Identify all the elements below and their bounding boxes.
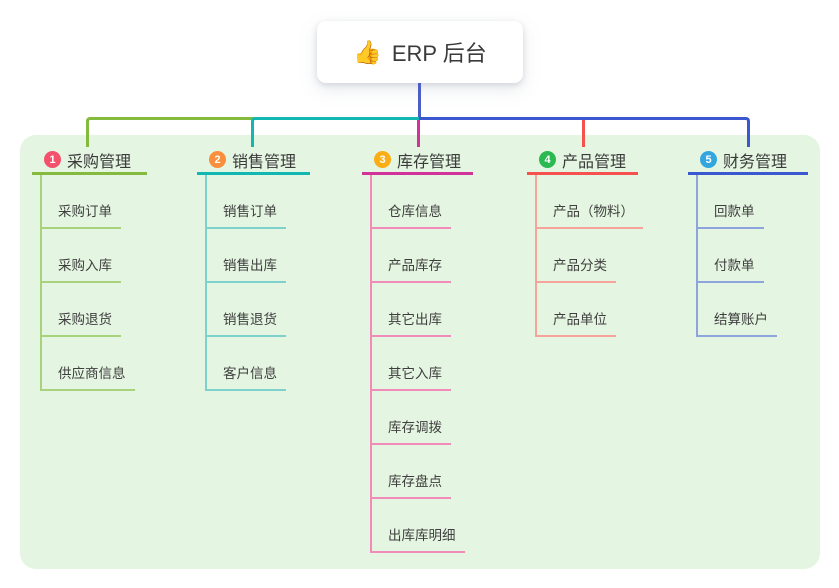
branch-number-badge: 4: [539, 151, 556, 168]
child-topic[interactable]: 付款单: [698, 229, 764, 283]
branch-inventory: 3 库存管理 仓库信息 产品库存 其它出库 其它入库 库存调拨 库存盘点 出库库…: [362, 147, 473, 553]
branch-product: 4 产品管理 产品（物料） 产品分类 产品单位: [527, 147, 643, 337]
branch-number-badge: 2: [209, 151, 226, 168]
root-title: ERP 后台: [391, 41, 487, 66]
branch-number-badge: 1: [44, 151, 61, 168]
thumbs-up-icon: 👍: [353, 38, 382, 65]
connector-sales: [251, 117, 419, 147]
child-topic[interactable]: 回款单: [698, 175, 764, 229]
child-topic[interactable]: 库存盘点: [372, 445, 451, 499]
child-topic[interactable]: 产品库存: [372, 229, 451, 283]
branch-title-finance[interactable]: 5 财务管理: [688, 147, 808, 175]
child-topic[interactable]: 采购订单: [42, 175, 121, 229]
child-topic[interactable]: 客户信息: [207, 337, 286, 391]
root-node[interactable]: 👍 ERP 后台: [317, 21, 523, 83]
branch-children: 仓库信息 产品库存 其它出库 其它入库 库存调拨 库存盘点 出库库明细: [370, 175, 473, 553]
branch-label: 库存管理: [397, 153, 462, 171]
child-topic[interactable]: 销售订单: [207, 175, 286, 229]
child-topic[interactable]: 供应商信息: [42, 337, 135, 391]
branch-number-badge: 5: [700, 151, 717, 168]
child-topic[interactable]: 产品单位: [537, 283, 616, 337]
child-topic[interactable]: 结算账户: [698, 283, 777, 337]
branch-label: 销售管理: [232, 153, 297, 171]
branch-title-product[interactable]: 4 产品管理: [527, 147, 638, 175]
branch-children: 回款单 付款单 结算账户: [696, 175, 808, 337]
branch-children: 产品（物料） 产品分类 产品单位: [535, 175, 643, 337]
child-topic[interactable]: 仓库信息: [372, 175, 451, 229]
connector-inventory: [417, 120, 420, 147]
child-topic[interactable]: 其它出库: [372, 283, 451, 337]
child-topic[interactable]: 产品（物料）: [537, 175, 643, 229]
branch-label: 采购管理: [67, 153, 132, 171]
branches-panel: [20, 135, 820, 569]
child-topic[interactable]: 销售出库: [207, 229, 286, 283]
branch-children: 采购订单 采购入库 采购退货 供应商信息: [40, 175, 147, 391]
child-topic[interactable]: 其它入库: [372, 337, 451, 391]
child-topic[interactable]: 销售退货: [207, 283, 286, 337]
branch-title-purchase[interactable]: 1 采购管理: [32, 147, 147, 175]
branch-title-sales[interactable]: 2 销售管理: [197, 147, 310, 175]
connector-finance: [419, 117, 750, 147]
child-topic[interactable]: 采购退货: [42, 283, 121, 337]
branch-number-badge: 3: [374, 151, 391, 168]
child-topic[interactable]: 采购入库: [42, 229, 121, 283]
child-topic[interactable]: 出库库明细: [372, 499, 465, 553]
connector-product: [582, 120, 585, 147]
connector-purchase: [86, 117, 254, 147]
branch-title-inventory[interactable]: 3 库存管理: [362, 147, 473, 175]
child-topic[interactable]: 产品分类: [537, 229, 616, 283]
branch-label: 财务管理: [723, 153, 788, 171]
branch-sales: 2 销售管理 销售订单 销售出库 销售退货 客户信息: [197, 147, 310, 391]
branch-label: 产品管理: [562, 153, 627, 171]
branch-purchase: 1 采购管理 采购订单 采购入库 采购退货 供应商信息: [32, 147, 147, 391]
branch-children: 销售订单 销售出库 销售退货 客户信息: [205, 175, 310, 391]
child-topic[interactable]: 库存调拨: [372, 391, 451, 445]
connector-root: [418, 83, 421, 119]
branch-finance: 5 财务管理 回款单 付款单 结算账户: [688, 147, 808, 337]
